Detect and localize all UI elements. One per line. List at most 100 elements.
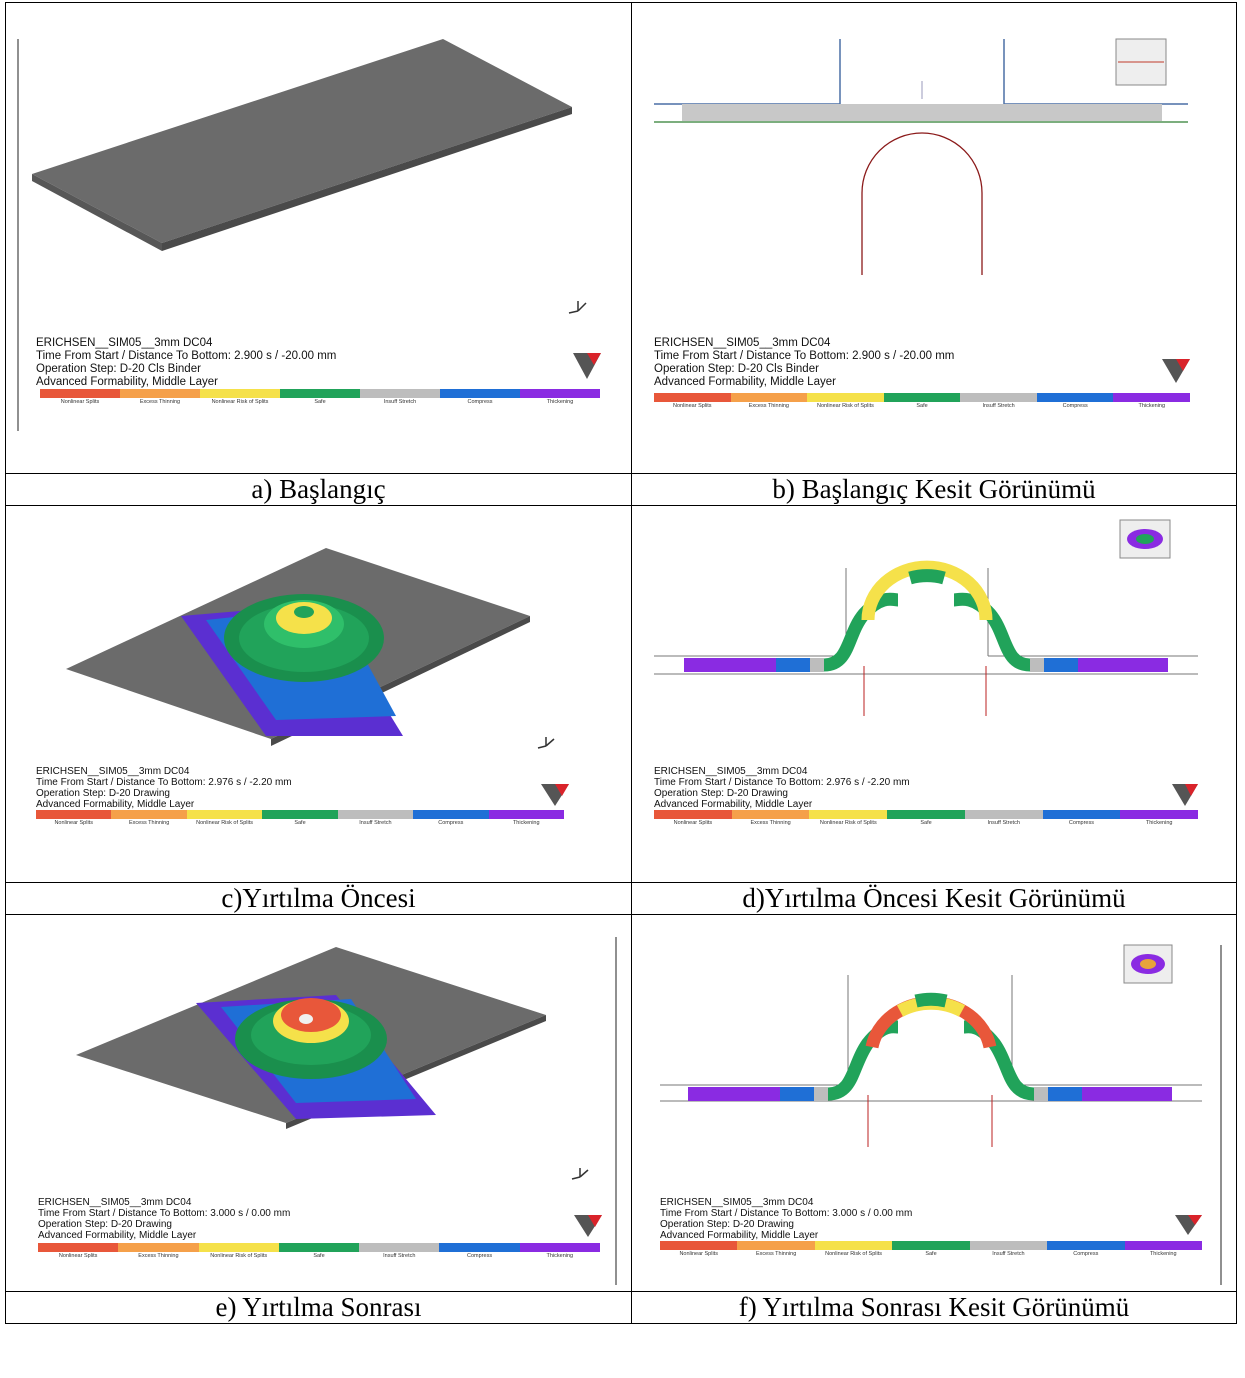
caption-b: b) Başlangıç Kesit Görünümü (631, 473, 1237, 506)
logo-icon (541, 784, 569, 806)
caption-e: e) Yırtılma Sonrası (5, 1291, 632, 1324)
info-block: ERICHSEN__SIM05__3mm DC04 Time From Star… (654, 337, 954, 389)
axis-triad-icon (537, 737, 555, 749)
legend-swatch (814, 1241, 893, 1250)
legend-label: Thickening (546, 399, 574, 405)
legend-label: Nonlinear Splits (679, 1251, 718, 1257)
legend-label: Insuff Stretch (987, 820, 1020, 826)
legend-label: Nonlinear Risk of Splits (196, 820, 253, 826)
legend-label: Insuff Stretch (383, 1253, 416, 1259)
result-type: Advanced Formability, Middle Layer (38, 1230, 197, 1241)
time-readout: Time From Start / Distance To Bottom: 2.… (36, 777, 292, 788)
axis-triad-icon (568, 301, 587, 314)
legend-bar (654, 810, 1199, 819)
operation-step: Operation Step: D-20 Cls Binder (36, 363, 201, 375)
legend-label: Nonlinear Splits (60, 399, 100, 405)
legend-label: Insuff Stretch (383, 399, 417, 405)
logo-icon (1162, 359, 1190, 383)
legend-label: Safe (925, 1251, 937, 1257)
panel-f-image: ERICHSEN__SIM05__3mm DC04 Time From Star… (631, 914, 1237, 1292)
legend-swatch (960, 393, 1037, 402)
dome-section-view (654, 519, 1198, 806)
caption-d: d)Yırtılma Öncesi Kesit Görünümü (631, 882, 1237, 915)
legend-swatch (1036, 393, 1114, 402)
legend-label: Excess Thinning (138, 1253, 179, 1259)
legend-swatch (359, 1243, 440, 1252)
legend-label: Thickening (512, 820, 540, 826)
legend-swatch (280, 389, 360, 398)
legend-label: Compress (1073, 1251, 1099, 1257)
legend-swatch (964, 810, 1043, 819)
torn-dome-iso-view (76, 937, 617, 1285)
mini-view-icon (1123, 944, 1173, 984)
legend-swatch (118, 1243, 199, 1252)
legend-swatch (1120, 810, 1199, 819)
legend-label: Thickening (1138, 403, 1166, 409)
legend-label: Nonlinear Splits (673, 403, 712, 409)
legend-bar (36, 810, 564, 819)
plate-iso-view (17, 39, 601, 431)
legend-swatch (120, 389, 200, 398)
legend-label: Excess Thinning (748, 403, 789, 409)
legend-swatch (1042, 810, 1121, 819)
legend-label: Insuff Stretch (992, 1251, 1025, 1257)
time-readout: Time From Start / Distance To Bottom: 3.… (38, 1208, 291, 1219)
legend-label: Thickening (546, 1253, 574, 1259)
legend-bar (654, 393, 1191, 402)
legend-swatch (439, 1243, 520, 1252)
model-name: ERICHSEN__SIM05__3mm DC04 (654, 337, 831, 349)
legend-swatch (654, 810, 732, 819)
legend-label: Insuff Stretch (982, 403, 1015, 409)
legend-swatch (520, 389, 600, 398)
time-readout: Time From Start / Distance To Bottom: 3.… (660, 1208, 913, 1219)
panel-b-image: ERICHSEN__SIM05__3mm DC04 Time From Star… (631, 2, 1237, 474)
legend-swatch (413, 810, 489, 819)
logo-icon (1172, 784, 1198, 806)
legend-swatch (200, 389, 280, 398)
mini-view-icon (1119, 519, 1171, 559)
result-type: Advanced Formability, Middle Layer (36, 376, 218, 388)
legend-swatch (892, 1241, 970, 1250)
legend-label: Nonlinear Risk of Splits (817, 403, 874, 409)
info-block: ERICHSEN__SIM05__3mm DC04 Time From Star… (660, 1197, 912, 1241)
operation-step: Operation Step: D-20 Cls Binder (654, 363, 819, 375)
legend-label: Excess Thinning (756, 1251, 797, 1257)
legend-label: Nonlinear Splits (58, 1253, 98, 1259)
model-name: ERICHSEN__SIM05__3mm DC04 (660, 1197, 814, 1208)
legend-swatch (730, 393, 808, 402)
legend-label: Nonlinear Splits (54, 820, 93, 826)
mini-view-icon (1115, 38, 1167, 86)
panel-d-image: ERICHSEN__SIM05__3mm DC04 Time From Star… (631, 505, 1237, 883)
legend-label: Compress (467, 1253, 493, 1259)
legend-swatch (1113, 393, 1191, 402)
legend-swatch (488, 810, 564, 819)
panel-c-image: ERICHSEN__SIM05__3mm DC04 Time From Star… (5, 505, 632, 883)
model-name: ERICHSEN__SIM05__3mm DC04 (38, 1197, 192, 1208)
legend-label: Nonlinear Risk of Splits (819, 820, 877, 826)
info-block: ERICHSEN__SIM05__3mm DC04 Time From Star… (36, 337, 336, 389)
legend-swatch (36, 810, 112, 819)
legend-label: Compress (1062, 403, 1088, 409)
result-type: Advanced Formability, Middle Layer (36, 799, 195, 810)
legend-label: Nonlinear Risk of Splits (210, 1253, 268, 1259)
legend-swatch (807, 393, 884, 402)
legend-swatch (737, 1241, 815, 1250)
caption-c: c)Yırtılma Öncesi (5, 882, 632, 915)
legend-label: Compress (467, 399, 493, 405)
legend-swatch (186, 810, 263, 819)
legend-swatch (519, 1243, 600, 1252)
legend-swatch (198, 1243, 279, 1252)
legend-label: Nonlinear Splits (673, 820, 713, 826)
result-type: Advanced Formability, Middle Layer (654, 799, 813, 810)
operation-step: Operation Step: D-20 Drawing (660, 1219, 794, 1230)
operation-step: Operation Step: D-20 Drawing (36, 788, 170, 799)
figure-table: ERICHSEN__SIM05__3mm DC04 Time From Star… (5, 2, 1237, 1324)
legend-label: Safe (916, 403, 928, 409)
legend-swatch (278, 1243, 360, 1252)
logo-icon (1175, 1215, 1202, 1235)
legend-label: Safe (314, 399, 326, 405)
legend-swatch (111, 810, 187, 819)
